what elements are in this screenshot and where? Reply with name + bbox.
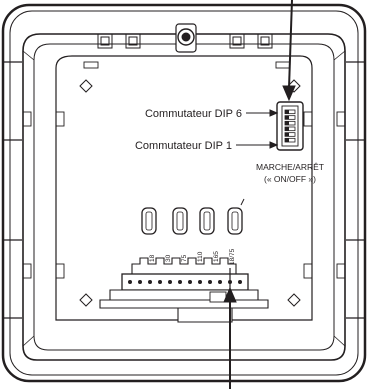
dip-switch-block [276,101,304,151]
top-tabs [97,33,273,49]
terminal-pin [238,280,242,284]
dip-lever-knob-1 [285,138,289,142]
dip6-label: Commutateur DIP 6 [145,108,242,120]
terminal-pin [208,280,212,284]
terminal-label-165: 165 [213,251,220,262]
terminal-pin [188,280,192,284]
jumper-slot-2 [172,207,188,235]
dip-lever-knob-4 [285,121,289,125]
dip-lever-knob-5 [285,115,289,120]
bottom-pointer-arrow [223,268,237,389]
terminal-pin [218,280,222,284]
onoff-label-line2: (« ON/OFF ») [264,174,316,184]
top-screw [175,23,197,53]
terminal-label-110: 110 [197,251,204,262]
outer-housing [1,3,367,383]
terminal-pin [168,280,172,284]
terminal-labels: 18 30 75 110 165 18/75 [149,248,236,265]
terminal-pin [128,280,132,284]
jumper-slot-4 [227,198,245,235]
dip-lever-knob-6 [285,110,289,114]
terminal-pin [158,280,162,284]
jumper-slots [141,198,245,235]
dip-lever-knob-2 [285,132,289,137]
inner-frame [22,33,346,361]
dip1-label: Commutateur DIP 1 [135,140,232,152]
terminal-label-18: 18 [149,254,156,262]
terminal-block [99,257,269,323]
terminal-pin [148,280,152,284]
terminal-pin [178,280,182,284]
onoff-label-line1: MARCHE/ARRÊT [256,162,324,172]
terminal-label-75: 75 [181,254,188,262]
jumper-slot-1 [141,207,157,235]
terminal-label-18-75: 18/75 [229,248,236,265]
terminal-pin [138,280,142,284]
terminal-label-30: 30 [165,254,172,262]
dip-lever-knob-3 [285,127,289,131]
jumper-slot-3 [199,207,215,235]
top-pointer-arrow [282,0,296,102]
terminal-pin [198,280,202,284]
callout-lines [236,109,279,149]
